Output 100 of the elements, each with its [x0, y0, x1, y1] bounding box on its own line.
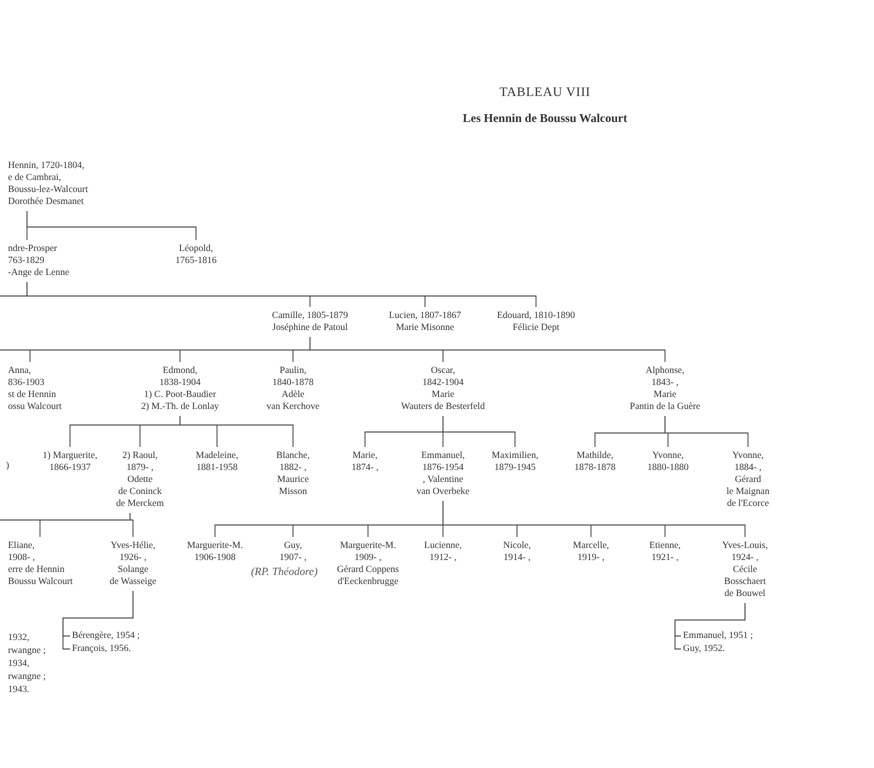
person-name: 2) Raoul, — [121, 450, 159, 462]
table-title: TABLEAU VIII — [498, 86, 592, 98]
person-detail: 1926- , — [118, 552, 148, 564]
text-fragment: 1943. — [8, 684, 30, 696]
person-detail: 1912- , — [428, 552, 458, 564]
person-detail: 1924- , — [730, 552, 760, 564]
person-detail: 1874- , — [350, 462, 380, 474]
person-name: Nicole, — [502, 540, 532, 552]
person-detail: 1842-1904 — [421, 377, 465, 389]
person-name: Marcelle, — [572, 540, 610, 552]
text-fragment: 1932, — [8, 632, 30, 644]
person-name: Bérengère, 1954 ; — [72, 630, 141, 642]
person-name: Mathilde, — [576, 450, 614, 462]
person-detail: Marie — [652, 389, 678, 401]
person-detail: 2) M.-Th. de Lonlay — [140, 401, 220, 413]
person-name: Marguerite-M. — [186, 540, 244, 552]
family-tree-line — [180, 416, 294, 448]
family-tree-line — [664, 416, 748, 448]
person-name: Marguerite-M. — [338, 540, 398, 552]
family-tree-line — [26, 282, 536, 308]
person-detail: 1909- , — [354, 552, 382, 564]
person-name: ndre-Prosper — [8, 243, 58, 255]
person-detail: 1840-1878 — [271, 377, 315, 389]
person-name: Eliane, — [8, 540, 36, 552]
family-tree-line — [674, 602, 746, 650]
text-fragment: 1934, — [8, 658, 30, 670]
person-detail: de Coninck — [117, 486, 163, 498]
person-detail: erre de Hennin — [8, 564, 66, 576]
person-detail: 1876-1954 — [421, 462, 465, 474]
person-name: Marie, — [351, 450, 379, 462]
person-detail: 763-1829 — [8, 255, 46, 267]
person-detail: 1765-1816 — [174, 255, 218, 267]
person-name: Lucien, 1807-1867 — [388, 310, 462, 322]
person-detail: 1906-1908 — [193, 552, 237, 564]
person-name: Blanche, — [275, 450, 311, 462]
person-detail: Maurice — [276, 474, 310, 486]
person-name: Yvonne, — [731, 450, 765, 462]
person-detail: 1919- , — [576, 552, 606, 564]
person-detail: , Valentine — [422, 474, 464, 486]
person-detail: 1) C. Poot-Baudier — [142, 389, 218, 401]
person-detail: 1879-1945 — [493, 462, 537, 474]
person-name: Camille, 1805-1879 — [271, 310, 349, 322]
person-detail: 1914- , — [502, 552, 532, 564]
person-detail: 1838-1904 — [158, 377, 202, 389]
person-name: Emmanuel, 1951 ; — [683, 630, 754, 642]
person-detail: 1843- , — [650, 377, 680, 389]
person-name: Edouard, 1810-1890 — [496, 310, 576, 322]
person-detail: 1882- , — [278, 462, 308, 474]
person-detail: 1881-1958 — [195, 462, 239, 474]
person-detail: van Kerchove — [265, 401, 320, 413]
person-name: Oscar, — [430, 365, 456, 377]
table-subtitle: Les Hennin de Boussu Walcourt — [462, 112, 628, 124]
person-name: Léopold, — [178, 243, 214, 255]
person-name: Guy, 1952. — [683, 643, 726, 655]
family-tree-line — [442, 500, 746, 538]
person-detail: Félicie Dept — [512, 322, 560, 334]
person-detail: Marie Misonne — [394, 322, 456, 334]
person-detail: -Ange de Lenne — [8, 267, 70, 279]
person-name: Lucienne, — [423, 540, 463, 552]
person-name: Emmanuel, — [420, 450, 466, 462]
person-detail: de Merckem — [115, 498, 165, 510]
person-detail: de Bouwel — [724, 588, 766, 600]
person-detail: Dorothée Desmanet — [8, 196, 85, 208]
person-detail: 1921- , — [650, 552, 680, 564]
person-name: Anna, — [8, 365, 32, 377]
person-detail: de l'Ecorce — [726, 498, 770, 510]
person-detail: ossu Walcourt — [8, 401, 63, 413]
person-detail: d'Eeckenbrugge — [336, 576, 400, 588]
family-tree-line — [26, 210, 196, 240]
person-detail: Solange — [116, 564, 150, 576]
person-detail: e de Cambrai, — [8, 172, 62, 184]
text-fragment: ) — [6, 460, 10, 472]
person-detail: 1878-1878 — [573, 462, 617, 474]
person-name: Yves-Louis, — [721, 540, 769, 552]
person-name: Guy, — [282, 540, 304, 552]
person-detail: Joséphine de Patoul — [271, 322, 349, 334]
person-detail: Pantin de la Guère — [628, 401, 702, 413]
handwritten-note: (RP. Théodore) — [251, 566, 318, 578]
person-detail: le Maignan — [725, 486, 770, 498]
person-detail: Gérard — [734, 474, 762, 486]
person-detail: Odette — [126, 474, 154, 486]
person-detail: van Overbeke — [415, 486, 470, 498]
text-fragment: rwangne ; — [8, 671, 46, 683]
person-name: Maximilien, — [490, 450, 540, 462]
person-detail: 1866-1937 — [48, 462, 92, 474]
person-name: 1) Marguerite, — [42, 450, 98, 462]
person-detail: de Wasseige — [108, 576, 158, 588]
person-name: Yves-Hélie, — [110, 540, 156, 552]
family-tree-line — [62, 590, 134, 650]
person-detail: Bosschaert — [723, 576, 767, 588]
person-name: François, 1956. — [72, 643, 132, 655]
person-detail: 1884- , — [734, 462, 762, 474]
person-detail: Marie — [430, 389, 456, 401]
person-name: Yvonne, — [651, 450, 685, 462]
person-detail: Adèle — [280, 389, 306, 401]
person-detail: Gérard Coppens — [336, 564, 400, 576]
person-detail: Boussu-lez-Walcourt — [8, 184, 89, 196]
person-detail: 1907- , — [278, 552, 308, 564]
person-name: Paulin, — [278, 365, 308, 377]
person-detail: Boussu Walcourt — [8, 576, 74, 588]
